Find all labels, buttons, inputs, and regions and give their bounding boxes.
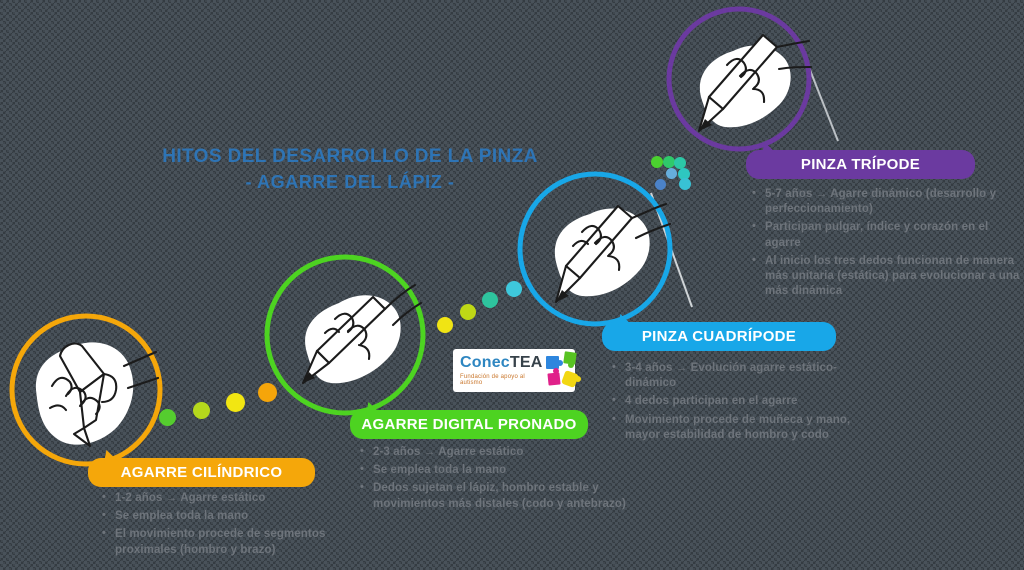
title-line1: HITOS DEL DESARROLLO DE LA PINZA — [162, 146, 538, 167]
trail-dot — [482, 292, 498, 308]
logo-tagline: Fundación de apoyo al autismo — [460, 374, 525, 386]
trail-dot — [437, 317, 453, 333]
conectea-logo: ConecTEA Fundación de apoyo al autismo — [453, 349, 581, 392]
puzzle-knob — [567, 362, 574, 368]
trail-dot — [159, 409, 176, 426]
trail-dot — [679, 178, 691, 190]
stage-bullets-cuadripode: 3-4 años → Evolución agarre estático-din… — [610, 360, 878, 446]
logo-brand-tea: TEA — [509, 354, 543, 371]
bullet-item: 1-2 años → Agarre estático — [100, 490, 390, 506]
puzzle-piece-blue — [545, 356, 559, 369]
bullet-item: Participan pulgar, índice y corazón en e… — [750, 219, 1024, 250]
trail-dot — [666, 168, 677, 179]
stage-label-text: AGARRE CILÍNDRICO — [120, 464, 283, 481]
bullet-item: Movimiento procede de muñeca y mano, may… — [610, 412, 878, 443]
trail-dot — [460, 304, 476, 320]
page-title: HITOS DEL DESARROLLO DE LA PINZA - AGARR… — [150, 146, 550, 193]
trail-dot — [258, 383, 277, 402]
hand-pencil-sketch-cuadripode — [554, 202, 672, 304]
bullet-item: 5-7 años → Agarre dinámico (desarrollo y… — [750, 186, 1024, 217]
logo-brand: ConecTEA — [460, 355, 543, 371]
trail-dot — [226, 393, 245, 412]
hand-pencil-sketch-tripode — [697, 33, 813, 133]
stage-circle-cilindrico — [9, 313, 163, 467]
stage-circle-tripode — [666, 6, 813, 152]
puzzle-knob — [552, 368, 559, 374]
bullet-item: Se emplea toda la mano — [358, 462, 650, 478]
stage-bullets-cilindrico: 1-2 años → Agarre estático Se emplea tod… — [100, 490, 390, 561]
stage-label-tripode: PINZA TRÍPODE — [746, 142, 975, 179]
bullet-item: 3-4 años → Evolución agarre estático-din… — [610, 360, 878, 391]
bullet-item: Al inicio los tres dedos funcionan de ma… — [750, 253, 1024, 300]
puzzle-knob — [574, 376, 581, 382]
hand-pencil-sketch-cilindrico — [35, 342, 160, 448]
title-line2: - AGARRE DEL LÁPIZ - — [245, 172, 455, 192]
trail-dot — [506, 281, 522, 297]
logo-text: ConecTEA Fundación de apoyo al autismo — [460, 355, 543, 387]
stage-label-cuadripode: PINZA CUADRÍPODE — [602, 314, 836, 351]
puzzle-knob — [556, 360, 563, 366]
stage-bullets-digital-pronado: 2-3 años → Agarre estático Se emplea tod… — [358, 444, 650, 515]
stage-circle-digital-pronado — [264, 254, 426, 416]
stage-label-text: PINZA CUADRÍPODE — [641, 328, 797, 345]
trail-dot — [651, 156, 663, 168]
stage-circle-cuadripode — [517, 171, 673, 327]
stage-label-cilindrico: AGARRE CILÍNDRICO — [88, 450, 315, 487]
puzzle-pieces-icon — [544, 351, 581, 389]
bullet-item: Se emplea toda la mano — [100, 508, 390, 524]
bullet-item: Dedos sujetan el lápiz, hombro estable y… — [358, 480, 650, 511]
logo-brand-conec: Conec — [460, 354, 510, 371]
stage-label-text: AGARRE DIGITAL PRONADO — [361, 416, 577, 433]
stage-bullets-tripode: 5-7 años → Agarre dinámico (desarrollo y… — [750, 186, 1024, 302]
bullet-item: El movimiento procede de segmentos proxi… — [100, 526, 390, 557]
trail-dot — [655, 179, 666, 190]
trail-dot — [193, 402, 210, 419]
trail-dot — [678, 168, 690, 180]
trail-dot — [663, 156, 675, 168]
puzzle-piece-magenta — [546, 372, 561, 386]
stage-label-text: PINZA TRÍPODE — [800, 156, 921, 173]
trail-dot — [674, 157, 686, 169]
hand-pencil-sketch-digital-pronado — [301, 283, 423, 385]
bullet-item: 2-3 años → Agarre estático — [358, 444, 650, 460]
stage-label-digital-pronado: AGARRE DIGITAL PRONADO — [350, 402, 588, 439]
bullet-item: 4 dedos participan en el agarre — [610, 393, 878, 409]
